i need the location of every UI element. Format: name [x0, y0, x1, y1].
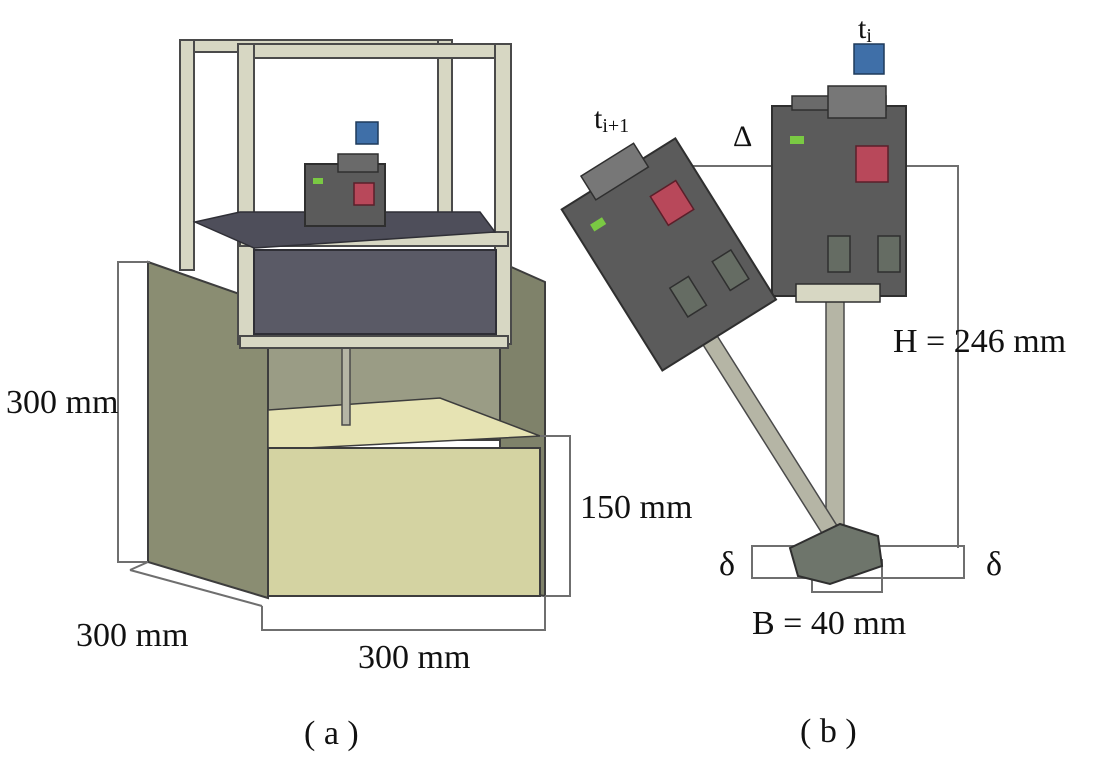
label-depth-300: 300 mm: [76, 617, 188, 654]
label-ti1-sub: i+1: [602, 115, 629, 137]
label-ti-plus-1: ti+1: [594, 102, 629, 137]
left-wall: [147, 260, 269, 600]
panel-a-test-box: 300 mm 150 mm 300 mm 300 mm ( a ): [6, 39, 692, 752]
label-base-b: B = 40 mm: [752, 605, 906, 642]
base-footing: [788, 522, 884, 586]
soil-front: [267, 447, 541, 597]
rod-tilted: [698, 333, 848, 547]
label-width-300: 300 mm: [358, 639, 470, 676]
caption-b: ( b ): [800, 713, 857, 750]
label-ti: ti: [858, 12, 872, 47]
label-delta-left: δ: [719, 546, 735, 583]
label-delta-right: δ: [986, 546, 1002, 583]
loading-plate-top: [192, 211, 497, 249]
label-ti-sub: i: [866, 25, 872, 47]
model-rod-a: [341, 344, 351, 426]
dimension-lines-a: [117, 261, 571, 631]
model-a: [304, 121, 386, 227]
model-upright: [771, 43, 907, 303]
label-soil-150: 150 mm: [580, 489, 692, 526]
rod-upright: [825, 295, 845, 547]
label-height-300: 300 mm: [6, 384, 118, 421]
label-ti-main: t: [858, 12, 867, 45]
loading-plate: [253, 249, 497, 335]
caption-a: ( a ): [304, 715, 359, 752]
label-ti1-main: t: [594, 102, 603, 135]
label-height-h: H = 246 mm: [893, 323, 1066, 360]
label-delta-upper: Δ: [733, 120, 752, 153]
model-tilted: [560, 137, 778, 372]
panel-b-rocking-model: ti ti+1 Δ H = 246 mm δ δ B = 40 mm ( b ): [560, 12, 1066, 750]
